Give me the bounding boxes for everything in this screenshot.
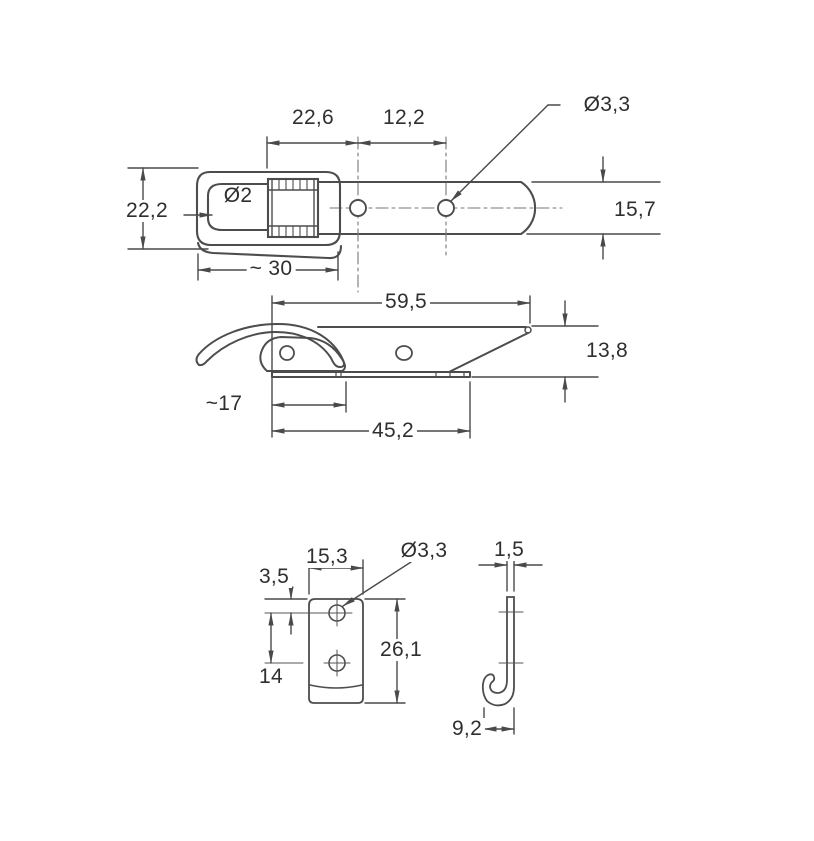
strap-outline xyxy=(316,180,537,236)
lever-arm-outline xyxy=(195,322,345,369)
catch-plate-side-view xyxy=(478,559,543,735)
dim-label-wire-dia: Ø2 xyxy=(220,185,256,207)
cam-plate-outline xyxy=(259,335,346,372)
plate-diagonal-edge xyxy=(448,332,529,373)
leader-hole-dia-arrow xyxy=(450,104,549,202)
spring-box-hatching xyxy=(278,179,308,237)
ext-line xyxy=(526,181,661,235)
dim-label-hook-depth: 9,2 xyxy=(448,718,486,740)
dim-label-lever-to-hole: 22,6 xyxy=(288,107,338,129)
plate-base xyxy=(271,371,471,378)
plate-base-ticks xyxy=(335,371,465,378)
latch-side-view xyxy=(195,295,599,439)
dim-label-catch-height: 26,1 xyxy=(376,639,426,661)
spring-box xyxy=(266,177,320,239)
strap-hole-1 xyxy=(349,199,367,217)
dim-label-lever-offset: ~17 xyxy=(202,393,246,415)
dim-label-catch-hole-dia: Ø3,3 xyxy=(397,540,451,562)
ext-line xyxy=(483,707,515,735)
catch-plate-outline xyxy=(308,598,364,704)
catch-hole-crosshairs xyxy=(264,599,353,677)
pivot-hole xyxy=(279,345,295,361)
plate-hole-side xyxy=(395,345,413,361)
dim-label-lever-length: ~ 30 xyxy=(246,258,296,280)
dim-label-catch-hole-spacing: 14 xyxy=(256,666,286,688)
hook-profile-outline xyxy=(481,596,515,707)
dim-label-thickness: 1,5 xyxy=(490,539,528,561)
ext-line xyxy=(197,251,339,281)
hook-hole-ticks xyxy=(498,611,524,664)
dim-label-base-length: 45,2 xyxy=(368,420,418,442)
latch-top-view xyxy=(127,104,661,293)
dim-label-hole-dia: Ø3,3 xyxy=(580,94,634,116)
dim-label-overall-length: 59,5 xyxy=(381,291,431,313)
dim-label-hole-top-offset: 3,5 xyxy=(255,566,293,588)
dim-label-side-height: 13,8 xyxy=(582,340,632,362)
lever-outer-outline xyxy=(195,170,342,247)
ext-line xyxy=(506,559,515,592)
dim-label-strap-width: 15,7 xyxy=(610,199,660,221)
ext-line xyxy=(271,295,531,438)
leader-catch-hole-dia xyxy=(342,561,412,607)
dim-label-catch-width: 15,3 xyxy=(302,546,352,568)
dim-label-overall-width: 22,2 xyxy=(122,200,172,222)
lever-lower-edge xyxy=(196,241,343,260)
lever-inner-outline xyxy=(206,182,270,232)
catch-plate-fold-line xyxy=(309,684,363,689)
dim-label-hole-spacing: 12,2 xyxy=(379,107,429,129)
catch-plate-front-view xyxy=(264,559,412,704)
strap-hole-2 xyxy=(437,199,455,217)
